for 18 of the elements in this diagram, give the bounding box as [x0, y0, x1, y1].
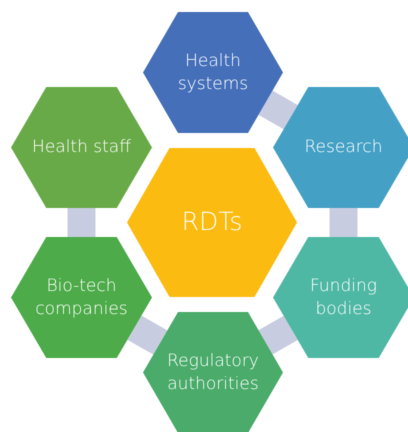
hexagon — [273, 237, 408, 358]
hexagon — [11, 87, 152, 208]
hexagon — [143, 12, 283, 133]
node-label: Health staff — [31, 136, 132, 159]
connector-band — [258, 90, 298, 130]
hexagon — [273, 87, 408, 208]
node-label: Health systems — [176, 50, 250, 95]
connector-band — [68, 208, 96, 237]
hexagon — [143, 312, 283, 432]
connector-band — [330, 208, 358, 237]
connector-band — [127, 316, 168, 355]
node-label: RDTs — [180, 206, 244, 238]
connector-band — [258, 316, 298, 354]
hexagon — [11, 237, 152, 358]
node-label: Research — [304, 136, 384, 159]
node-label: Regulatory authorities — [166, 350, 260, 395]
node-label: Funding bodies — [309, 275, 378, 320]
node-label: Bio-tech companies — [34, 275, 129, 320]
